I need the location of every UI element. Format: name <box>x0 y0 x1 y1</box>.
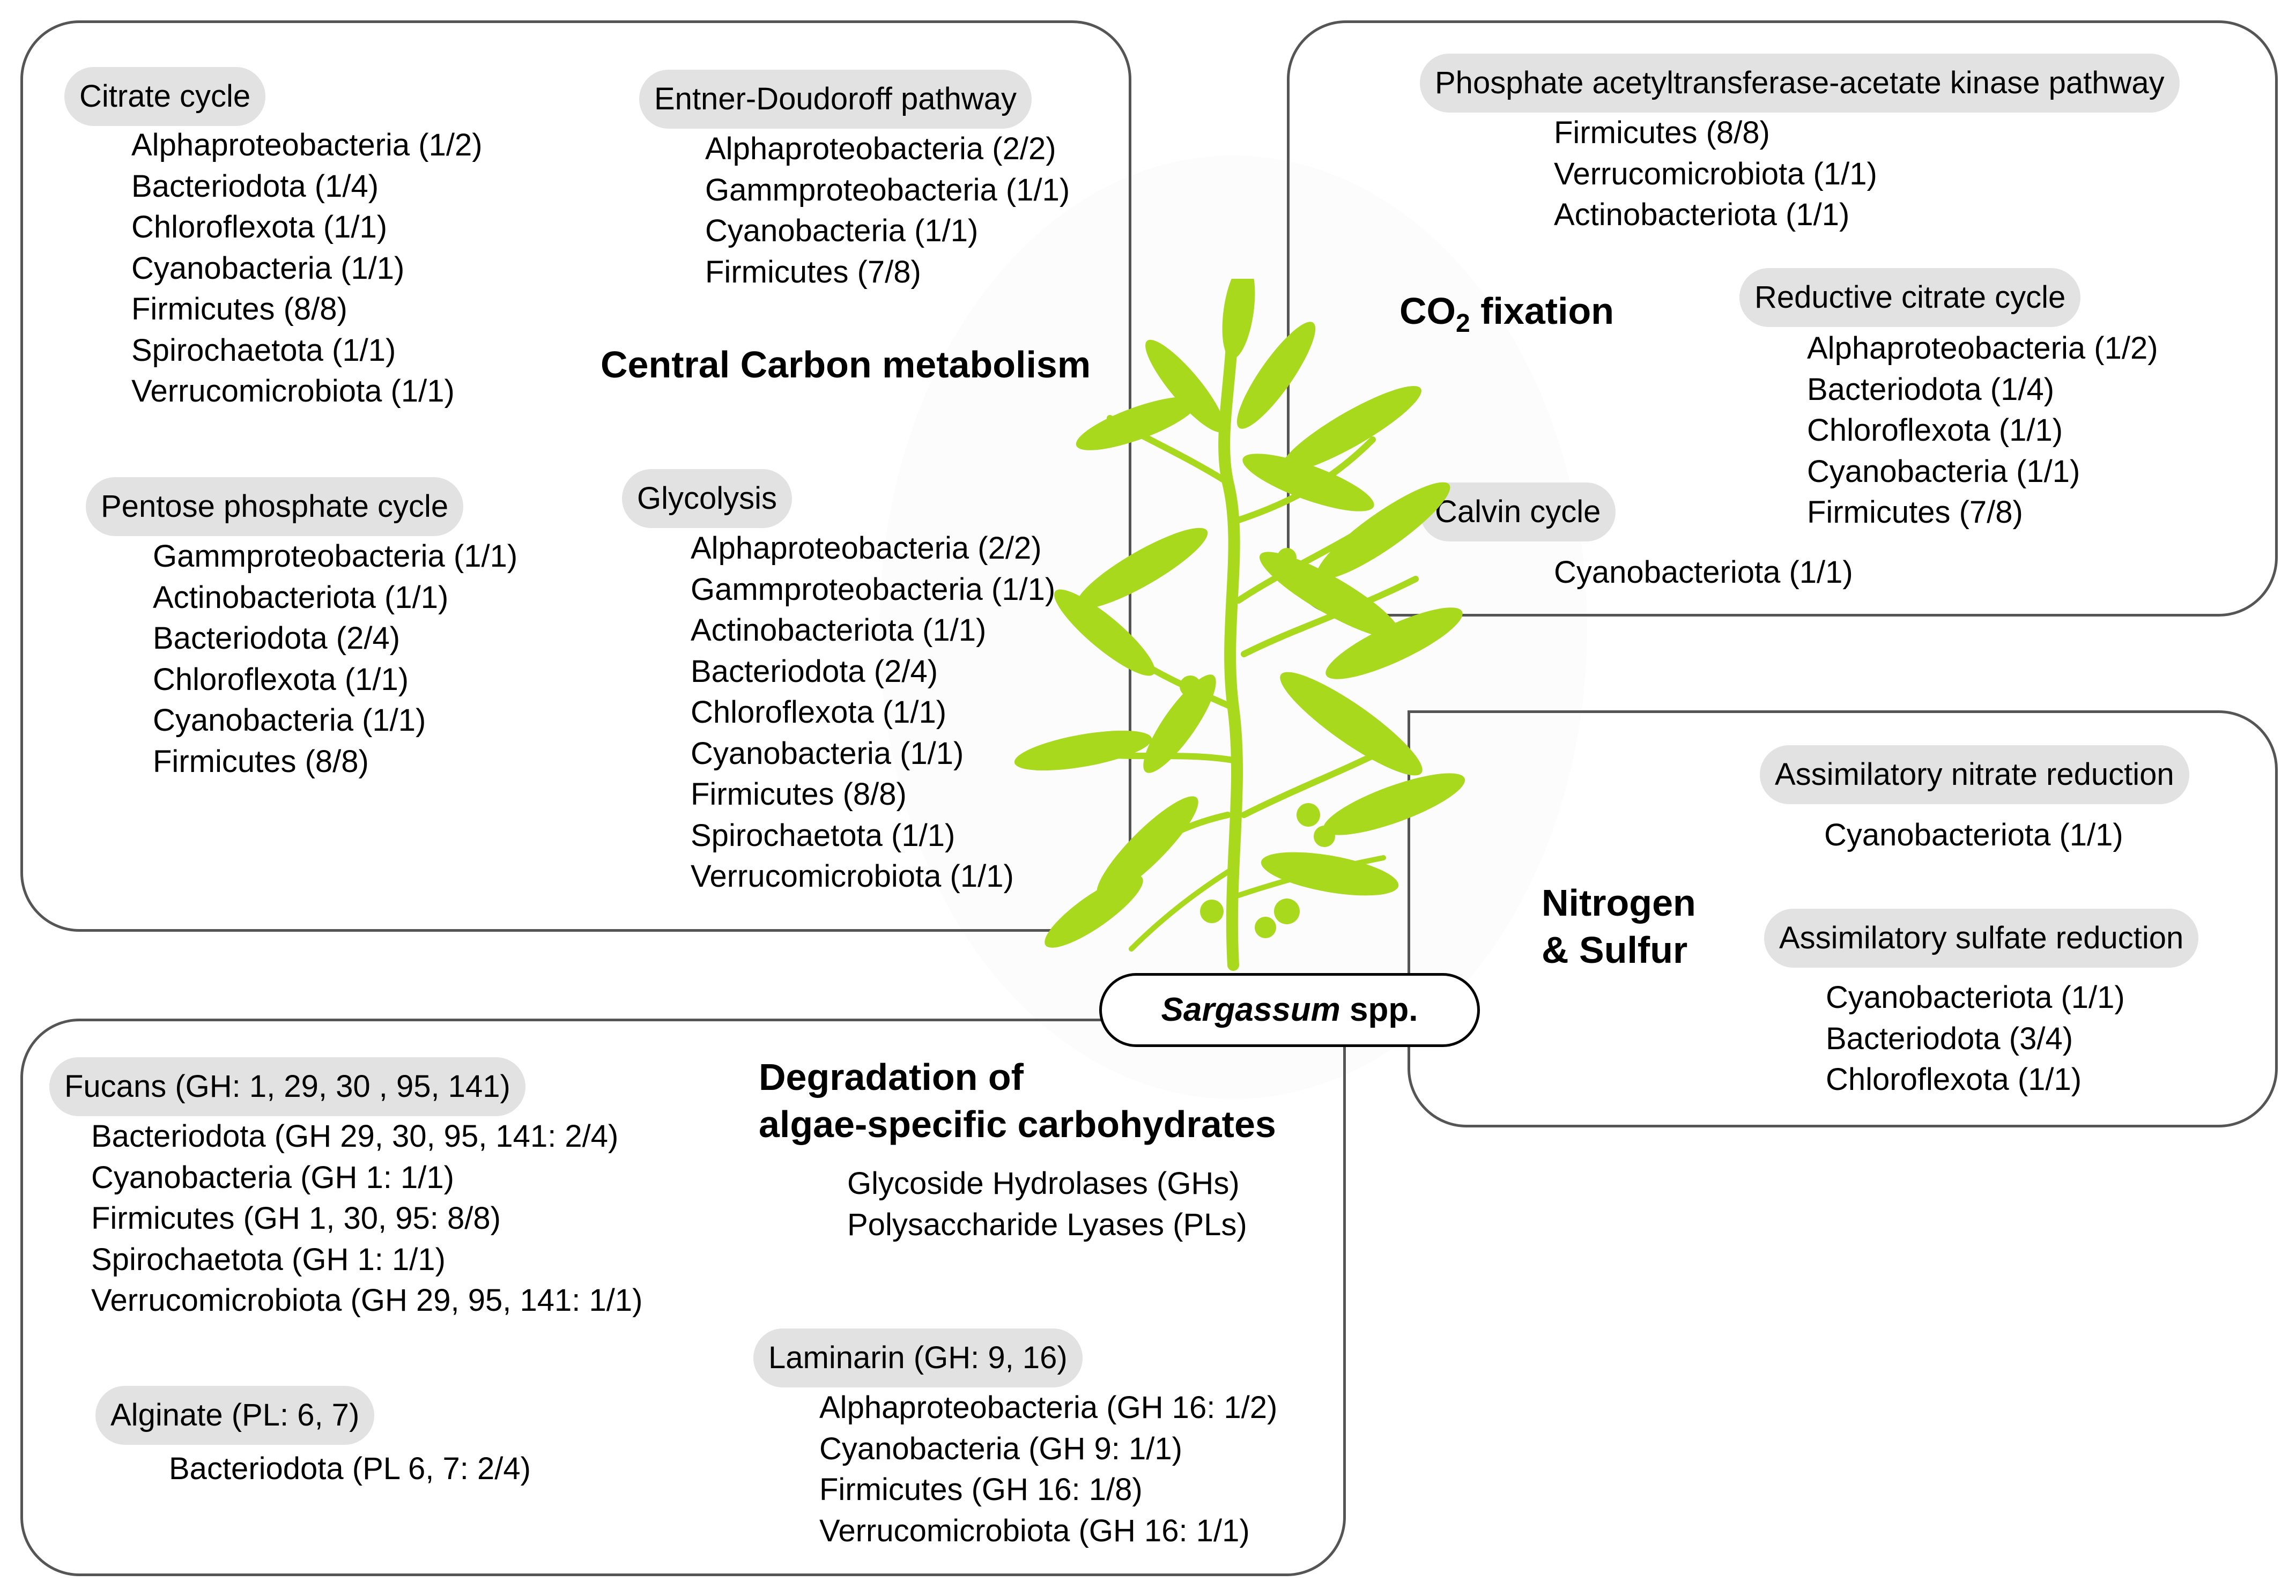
taxon-entry: Actinobacteriota (1/1) <box>691 613 987 648</box>
taxon-entry: Verrucomicrobiota (GH 16: 1/1) <box>819 1513 1250 1548</box>
taxon-entry: Bacteriodota (2/4) <box>153 621 401 656</box>
nitrogen-sulfur-box <box>1408 710 2278 1127</box>
nitrate-reduction-label: Assimilatory nitrate reduction <box>1760 745 2189 804</box>
degradation-box <box>20 1019 1346 1576</box>
taxon-entry: Cyanobacteriota (1/1) <box>1824 818 2123 852</box>
taxon-entry: Alphaproteobacteria (1/2) <box>1807 331 2158 366</box>
entner-doudoroff-list: Alphaproteobacteria (2/2) Gammproteobacte… <box>705 129 1070 293</box>
taxon-entry: Firmicutes (7/8) <box>1807 495 2023 530</box>
species-genus: Sargassum <box>1161 991 1340 1028</box>
taxon-entry: Spirochaetota (1/1) <box>131 332 396 368</box>
taxon-entry: Chloroflexota (1/1) <box>1826 1062 2082 1097</box>
taxon-entry: Alphaproteobacteria (1/2) <box>131 128 483 162</box>
taxon-entry: Bacteriodota (GH 29, 30, 95, 141: 2/4) <box>91 1119 619 1154</box>
taxon-entry: Chloroflexota (1/1) <box>131 210 388 244</box>
glycolysis-label: Glycolysis <box>622 469 793 528</box>
taxon-entry: Bacteriodota (PL 6, 7: 2/4) <box>169 1451 531 1486</box>
co2-text: CO <box>1399 290 1456 332</box>
glycolysis-list: Alphaproteobacteria (2/2) Gammproteobacte… <box>691 528 1055 897</box>
citrate-cycle-label: Citrate cycle <box>64 67 266 126</box>
taxon-entry: Cyanobacteria (1/1) <box>691 736 964 771</box>
fixation-text: fixation <box>1470 290 1614 332</box>
entner-doudoroff-label: Entner-Doudoroff pathway <box>639 70 1032 129</box>
taxon-entry: Cyanobacteria (1/1) <box>131 250 405 286</box>
taxon-entry: Firmicutes (8/8) <box>153 744 369 779</box>
taxon-entry: Firmicutes (8/8) <box>691 777 907 812</box>
taxon-entry: Verrucomicrobiota (1/1) <box>131 374 455 409</box>
taxon-entry: Firmicutes (7/8) <box>705 254 921 289</box>
taxon-entry: Cyanobacteriota (1/1) <box>1554 555 1853 590</box>
fucans-list: Bacteriodota (GH 29, 30, 95, 141: 2/4) Cy… <box>91 1116 642 1322</box>
taxon-entry: Firmicutes (GH 16: 1/8) <box>819 1472 1143 1507</box>
reductive-citrate-list: Alphaproteobacteria (1/2) Bacteriodota (1… <box>1807 328 2158 533</box>
nitrogen-text: Nitrogen <box>1542 882 1696 924</box>
enzyme-legend: Glycoside Hydrolases (GHs) Polysaccharide… <box>847 1158 1247 1242</box>
taxon-entry: Verrucomicrobiota (GH 29, 95, 141: 1/1) <box>91 1283 643 1318</box>
taxon-entry: Bacteriodota (3/4) <box>1826 1021 2073 1056</box>
co2-fixation-box <box>1287 20 2278 617</box>
pentose-phosphate-label: Pentose phosphate cycle <box>86 477 464 536</box>
taxon-entry: Bacteriodota (1/4) <box>1807 372 2055 407</box>
taxon-entry: Cyanobacteria (GH 9: 1/1) <box>819 1431 1182 1466</box>
taxon-entry: Gammproteobacteria (1/1) <box>705 172 1070 207</box>
taxon-entry: Cyanobacteria (1/1) <box>705 213 979 248</box>
degradation-line-1: Degradation of <box>759 1056 1024 1098</box>
taxon-entry: Spirochaetota (1/1) <box>691 818 956 853</box>
taxon-entry: Firmicutes (8/8) <box>131 292 347 326</box>
taxon-entry: Actinobacteriota (1/1) <box>153 580 449 615</box>
co2-fixation-title: CO2 fixation <box>1399 289 1614 338</box>
nitrogen-sulfur-title: Nitrogen & Sulfur <box>1542 879 1696 974</box>
taxon-entry: Bacteriodota (2/4) <box>691 654 938 689</box>
reductive-citrate-label: Reductive citrate cycle <box>1739 268 2081 327</box>
taxon-entry: Cyanobacteria (GH 1: 1/1) <box>91 1160 454 1195</box>
taxon-entry: Glycoside Hydrolases (GHs) <box>847 1166 1240 1201</box>
taxon-entry: Chloroflexota (1/1) <box>691 695 947 730</box>
taxon-entry: Bacteriodota (1/4) <box>131 168 379 204</box>
laminarin-list: Alphaproteobacteria (GH 16: 1/2) Cyanobac… <box>819 1387 1277 1552</box>
sulfate-reduction-list: Cyanobacteriota (1/1) Bacteriodota (3/4) C… <box>1826 977 2125 1101</box>
taxon-entry: Cyanobacteria (1/1) <box>153 703 426 738</box>
pentose-phosphate-list: Gammproteobacteria (1/1) Actinobacteriota… <box>153 536 517 782</box>
taxon-entry: Alphaproteobacteria (2/2) <box>691 531 1042 566</box>
sulfate-reduction-label: Assimilatory sulfate reduction <box>1764 909 2199 968</box>
laminarin-label: Laminarin (GH: 9, 16) <box>753 1328 1083 1387</box>
calvin-cycle-list: Cyanobacteriota (1/1) <box>1554 552 1853 593</box>
taxon-entry: Alphaproteobacteria (GH 16: 1/2) <box>819 1390 1278 1425</box>
taxon-entry: Actinobacteriota (1/1) <box>1554 197 1850 232</box>
taxon-entry: Chloroflexota (1/1) <box>153 662 409 697</box>
pta-ack-label: Phosphate acetyltransferase-acetate kina… <box>1420 54 2180 113</box>
taxon-entry: Cyanobacteriota (1/1) <box>1826 980 2125 1015</box>
taxon-entry: Alphaproteobacteria (2/2) <box>705 131 1056 166</box>
taxon-entry: Gammproteobacteria (1/1) <box>691 571 1056 607</box>
central-carbon-box <box>20 20 1131 932</box>
nitrate-reduction-list: Cyanobacteriota (1/1) <box>1824 815 2123 856</box>
taxon-entry: Gammproteobacteria (1/1) <box>153 539 518 574</box>
fucans-label: Fucans (GH: 1, 29, 30 , 95, 141) <box>49 1057 525 1116</box>
taxon-entry: Firmicutes (GH 1, 30, 95: 8/8) <box>91 1201 501 1236</box>
central-carbon-title: Central Carbon metabolism <box>601 344 1091 385</box>
taxon-entry: Spirochaetota (GH 1: 1/1) <box>91 1242 446 1277</box>
citrate-cycle-list: Alphaproteobacteria (1/2) Bacteriodota (1… <box>131 125 483 412</box>
taxon-entry: Cyanobacteria (1/1) <box>1807 454 2080 489</box>
calvin-cycle-label: Calvin cycle <box>1420 482 1616 541</box>
degradation-line-2: algae-specific carbohydrates <box>759 1103 1276 1145</box>
taxon-entry: Chloroflexota (1/1) <box>1807 413 2063 448</box>
co2-subscript: 2 <box>1456 309 1470 338</box>
taxon-entry: Verrucomicrobiota (1/1) <box>1554 156 1877 191</box>
pta-ack-list: Firmicutes (8/8) Verrucomicrobiota (1/1) A… <box>1554 113 1877 236</box>
alginate-label: Alginate (PL: 6, 7) <box>95 1386 375 1445</box>
taxon-entry: Firmicutes (8/8) <box>1554 115 1770 150</box>
degradation-title: Degradation of algae-specific carbohydra… <box>759 1053 1276 1148</box>
sulfur-text: & Sulfur <box>1542 929 1688 971</box>
sargassum-species-label: Sargassum spp. <box>1099 973 1480 1047</box>
sargassum-plant-illustration <box>1014 279 1465 971</box>
alginate-list: Bacteriodota (PL 6, 7: 2/4) <box>169 1449 531 1490</box>
taxon-entry: Polysaccharide Lyases (PLs) <box>847 1207 1247 1242</box>
taxon-entry: Verrucomicrobiota (1/1) <box>691 859 1014 894</box>
species-suffix: spp. <box>1340 991 1418 1028</box>
